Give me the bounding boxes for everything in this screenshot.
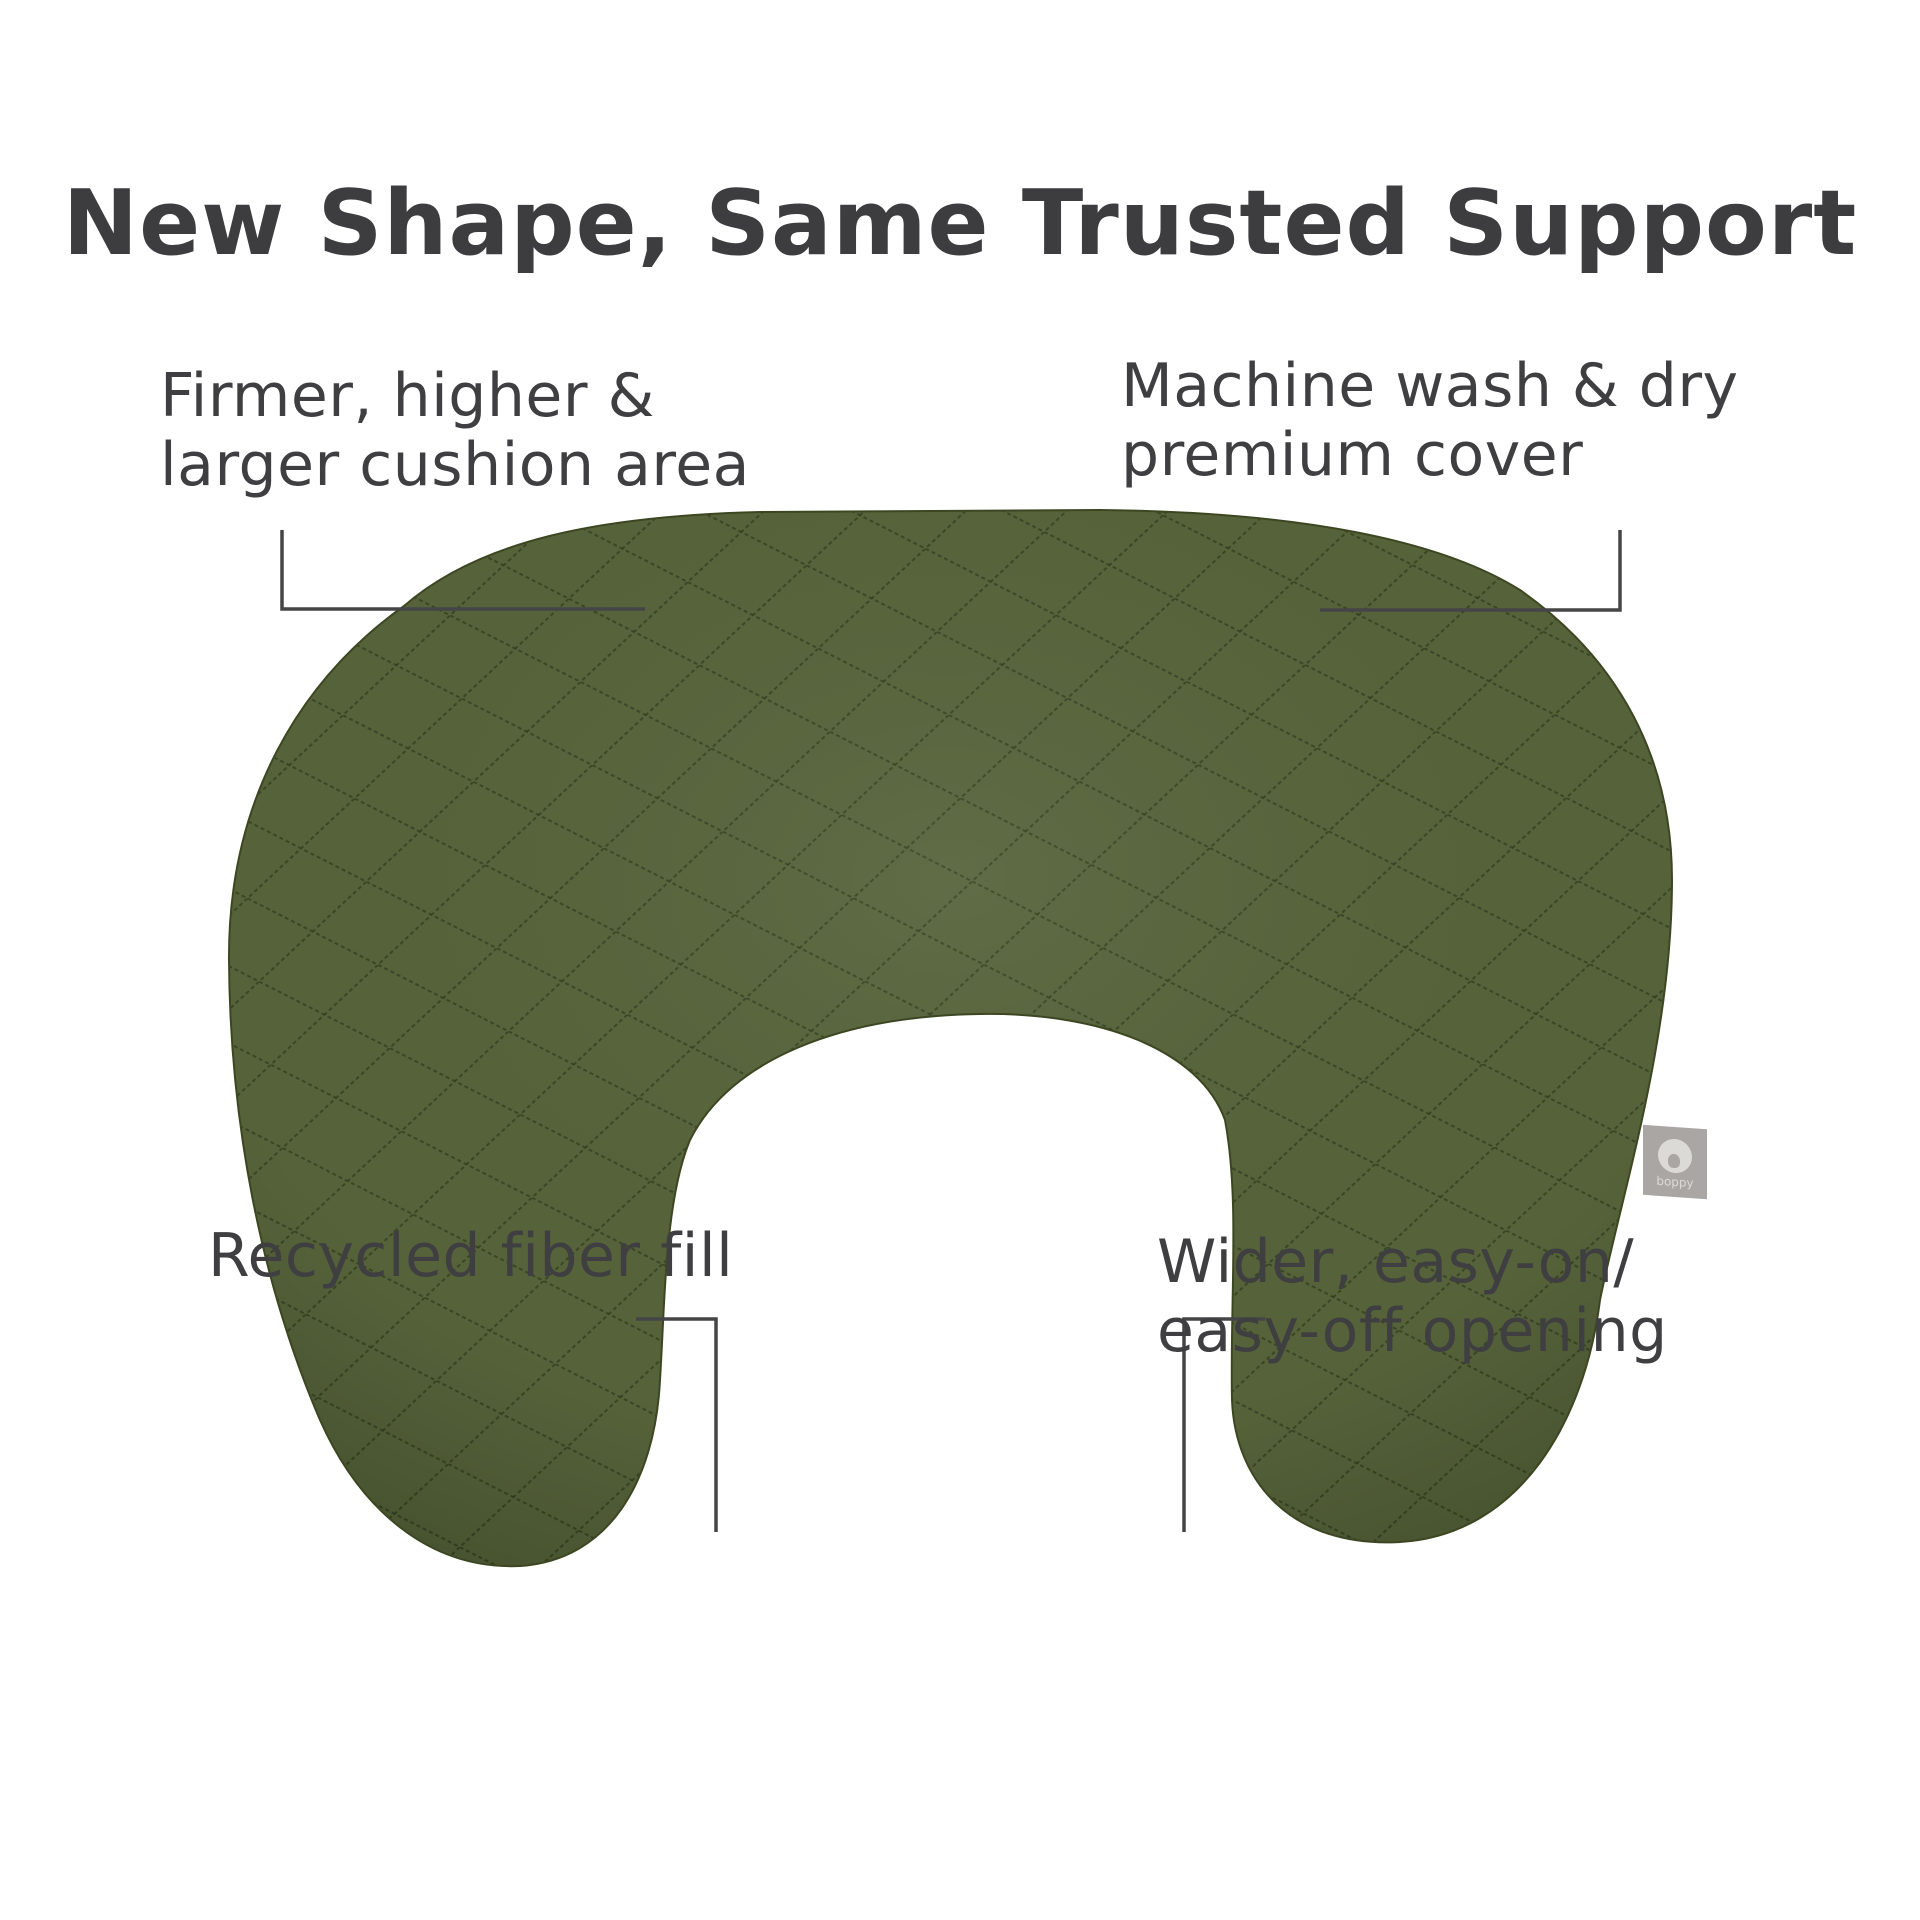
brand-tag: boppy <box>1643 1124 1707 1200</box>
callout-firmer-cushion: Firmer, higher & larger cushion area <box>160 362 750 500</box>
nursing-pillow <box>227 508 1674 1568</box>
callout-text: larger cushion area <box>160 430 750 500</box>
callout-text: premium cover <box>1121 420 1584 490</box>
boppy-logo-icon <box>1658 1137 1692 1175</box>
page-title: New Shape, Same Trusted Support <box>62 171 1858 276</box>
leader-line-top-right <box>1320 530 1622 612</box>
callout-text: Recycled fiber fill <box>208 1221 734 1291</box>
callout-text: Machine wash & dry <box>1121 351 1739 421</box>
leader-line-bottom-left <box>636 1317 718 1532</box>
leader-line-bottom-right <box>1182 1317 1265 1532</box>
callout-text: easy-off opening <box>1157 1296 1668 1366</box>
leader-line-top-left <box>280 530 645 611</box>
leader-lines <box>280 530 1622 1532</box>
callout-wider-opening: Wider, easy-on/ easy-off opening <box>1157 1228 1668 1366</box>
tag-brand-text: boppy <box>1656 1173 1694 1191</box>
callout-text: Firmer, higher & <box>160 361 655 431</box>
callout-machine-wash: Machine wash & dry premium cover <box>1121 352 1739 490</box>
callout-text: Wider, easy-on/ <box>1157 1227 1635 1297</box>
callout-recycled-fill: Recycled fiber fill <box>208 1222 733 1291</box>
